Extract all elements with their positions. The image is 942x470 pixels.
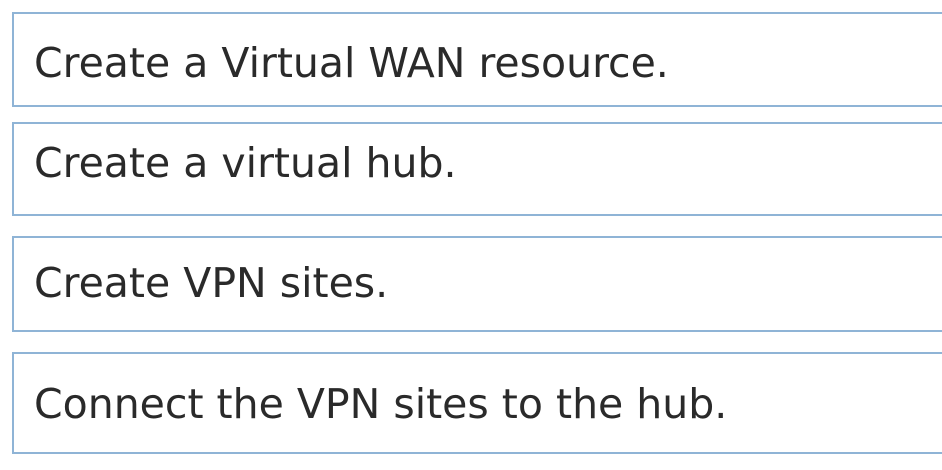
answer-item-connect-vpn-sites[interactable]: Connect the VPN sites to the hub. xyxy=(12,352,942,454)
answer-item-label: Connect the VPN sites to the hub. xyxy=(34,380,728,428)
answer-item-label: Create a Virtual WAN resource. xyxy=(34,39,669,87)
answer-item-label: Create a virtual hub. xyxy=(34,139,457,187)
answer-item-label: Create VPN sites. xyxy=(34,259,389,307)
answer-item-create-vpn-sites[interactable]: Create VPN sites. xyxy=(12,236,942,332)
answer-item-create-virtual-hub[interactable]: Create a virtual hub. xyxy=(12,122,942,216)
answer-item-create-virtual-wan[interactable]: Create a Virtual WAN resource. xyxy=(12,12,942,107)
